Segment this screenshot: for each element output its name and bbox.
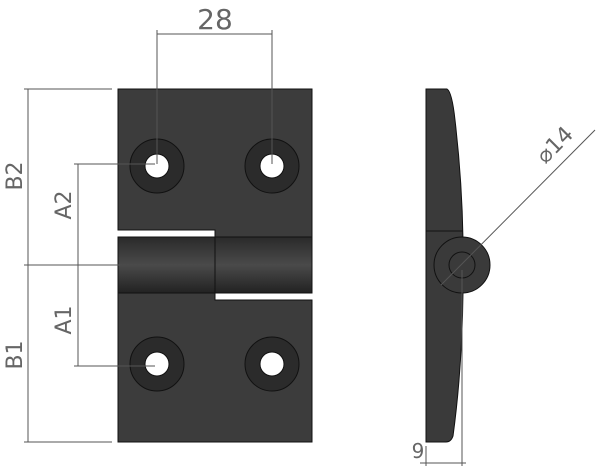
side-view: ⌀14 9 — [412, 88, 596, 466]
dim-a2-label: A2 — [52, 190, 77, 219]
dim-b1-label: B1 — [3, 340, 28, 369]
front-view: 28 B2 B1 A2 A1 — [3, 3, 313, 443]
dim-b2-label: B2 — [3, 161, 28, 190]
knuckle-left — [117, 236, 216, 294]
diameter-label: ⌀14 — [532, 122, 579, 169]
thickness-label: 9 — [412, 439, 425, 463]
side-dimension-lines — [420, 129, 596, 466]
dim-a1-label: A1 — [52, 305, 77, 334]
mounting-holes — [129, 138, 300, 392]
dimension-lines — [24, 30, 273, 443]
knuckle-right — [214, 236, 313, 294]
hole-spacing-label: 28 — [197, 3, 233, 36]
